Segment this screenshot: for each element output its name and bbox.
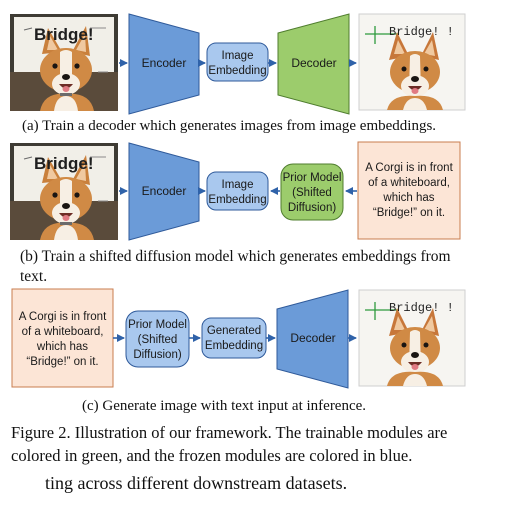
text-prompt-c — [11, 288, 114, 388]
encoder-a-label: Encoder — [142, 56, 187, 70]
prior-model-b-l2: (Shifted — [292, 187, 332, 199]
prior-model-c-l3: Diffusion) — [133, 349, 182, 361]
text-prompt-c-l4: “Bridge!” on it. — [26, 356, 98, 368]
output-corgi-image-c: Bridge! ! — [358, 289, 466, 387]
text-prompt-b-l2: of a whiteboard, — [368, 177, 450, 189]
image-embedding-b-l2: Embedding — [208, 194, 266, 206]
encoder-b-label: Encoder — [142, 184, 187, 198]
caption-a: (a) Train a decoder which generates imag… — [22, 118, 437, 134]
caption-c: (c) Generate image with text input at in… — [82, 398, 367, 414]
prior-model-b-l1: Prior Model — [283, 172, 342, 184]
text-prompt-c-l1: A Corgi is in front — [19, 311, 107, 323]
generated-embedding-c-l2: Embedding — [205, 340, 263, 352]
row-a: Bridge! Encoder Image Embedding Decoder … — [9, 13, 466, 115]
figure-caption-line1: Figure 2. Illustration of our framework.… — [11, 423, 448, 442]
image-embedding-a-l1: Image — [222, 50, 254, 62]
row-c: A Corgi is in front of a whiteboard, whi… — [11, 288, 466, 389]
board-text-a: Bridge! — [34, 25, 94, 44]
framework-diagram: Bridge! Encoder Image Embedding Decoder … — [9, 13, 466, 389]
decoder-c-label: Decoder — [290, 331, 335, 345]
encoder-b — [128, 142, 200, 241]
image-embedding-b-l1: Image — [222, 179, 254, 191]
generated-embedding-c — [201, 317, 267, 359]
body-text-fragment: ting across different downstream dataset… — [45, 473, 348, 493]
caption-b-line1: (b) Train a shifted diffusion model whic… — [20, 248, 451, 265]
caption-b-line2: text. — [20, 268, 48, 285]
output-board-text-c: Bridge! ! — [389, 301, 454, 315]
prior-model-c — [125, 310, 190, 368]
row-b: Bridge! Encoder Image Embedding Prior Mo… — [9, 141, 461, 241]
generated-embedding-c-l1: Generated — [207, 325, 261, 337]
prior-model-b-l3: Diffusion) — [288, 202, 337, 214]
decoder-c — [276, 289, 349, 389]
image-embedding-b — [206, 171, 269, 211]
image-embedding-a — [206, 42, 269, 82]
text-prompt-c-l2: of a whiteboard, — [22, 326, 104, 338]
decoder-a-label: Decoder — [291, 56, 336, 70]
text-prompt-b-l1: A Corgi is in front — [365, 162, 453, 174]
input-corgi-image-a: Bridge! — [9, 13, 119, 112]
text-prompt-b-l3: which has — [382, 192, 434, 204]
prior-model-b — [280, 163, 344, 221]
prior-model-c-l2: (Shifted — [138, 334, 178, 346]
encoder-a — [128, 13, 200, 115]
decoder-a — [277, 13, 350, 115]
board-text-b: Bridge! — [34, 154, 94, 173]
image-embedding-a-l2: Embedding — [208, 65, 266, 77]
output-corgi-image-a: Bridge! ! — [358, 13, 466, 111]
input-corgi-image-b: Bridge! — [9, 142, 119, 241]
text-prompt-b-l4: “Bridge!” on it. — [373, 207, 445, 219]
figure-caption-line2: colored in green, and the frozen modules… — [11, 446, 413, 465]
text-prompt-c-l3: which has — [36, 341, 88, 353]
prior-model-c-l1: Prior Model — [128, 319, 187, 331]
output-board-text-a: Bridge! ! — [389, 25, 454, 39]
text-prompt-b — [357, 141, 461, 240]
